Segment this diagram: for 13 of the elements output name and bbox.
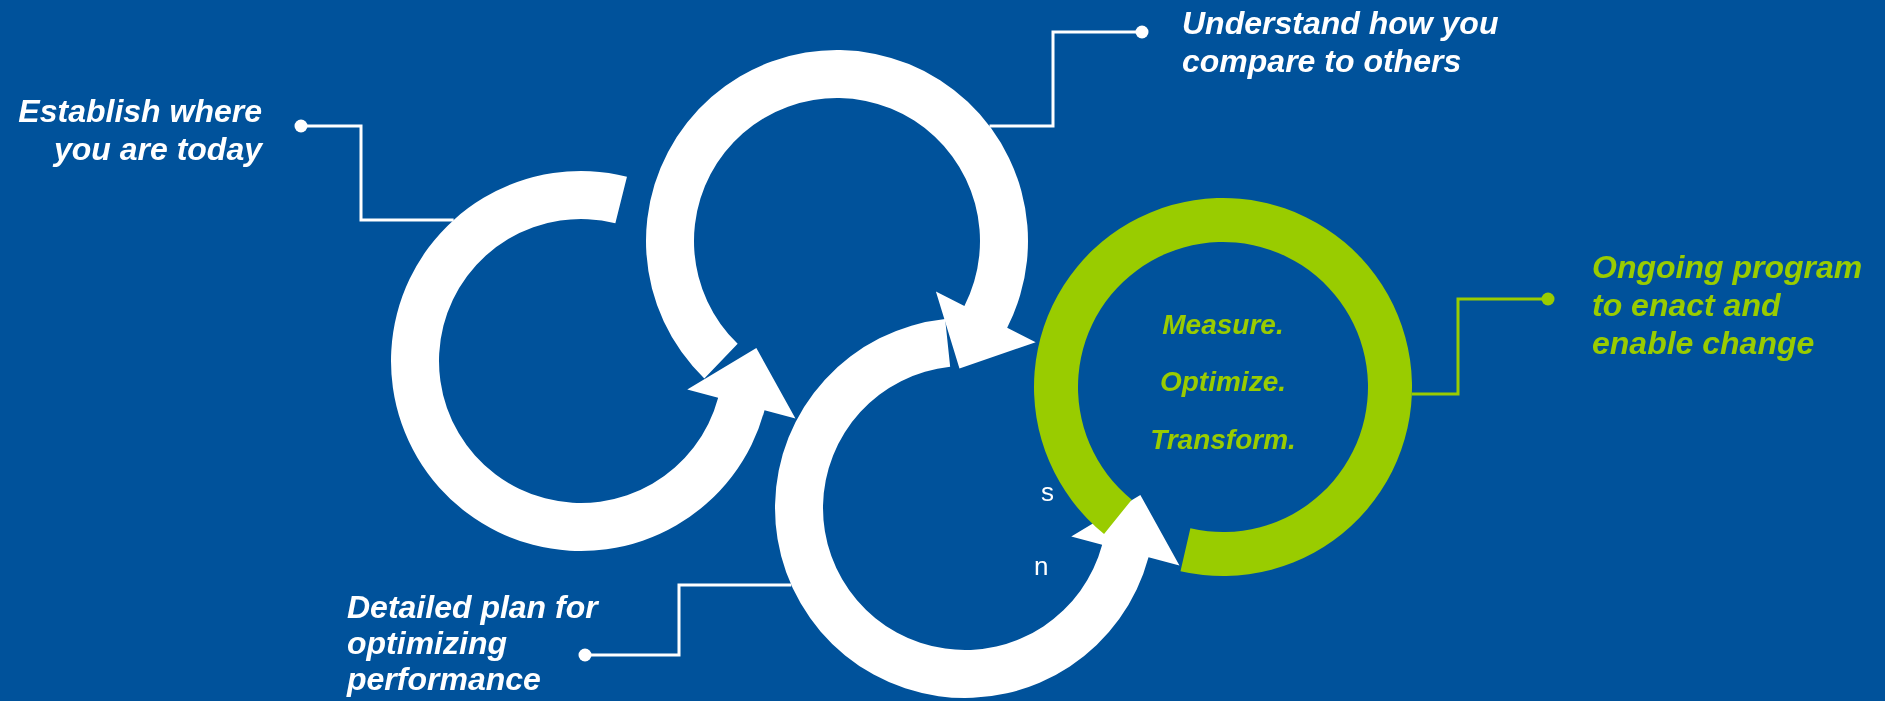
leader-line [294,119,454,222]
leader-line [578,583,792,662]
ring-text: Optimize. [1159,365,1287,399]
callout-text: Understand how you compare to others [1182,4,1512,80]
leader-line [989,25,1149,128]
ring-text: Measure. [1161,308,1285,342]
stray-letter: s [1041,477,1054,507]
callout-text: Establish where you are today [10,92,262,168]
leader-line [1411,292,1555,396]
ring-text: Transform. [1149,423,1297,457]
callout-text: Detailed plan for optimizing performance [347,589,609,697]
callout-text: Ongoing program to enact and enable change [1592,248,1872,362]
stray-letter: n [1034,551,1049,581]
